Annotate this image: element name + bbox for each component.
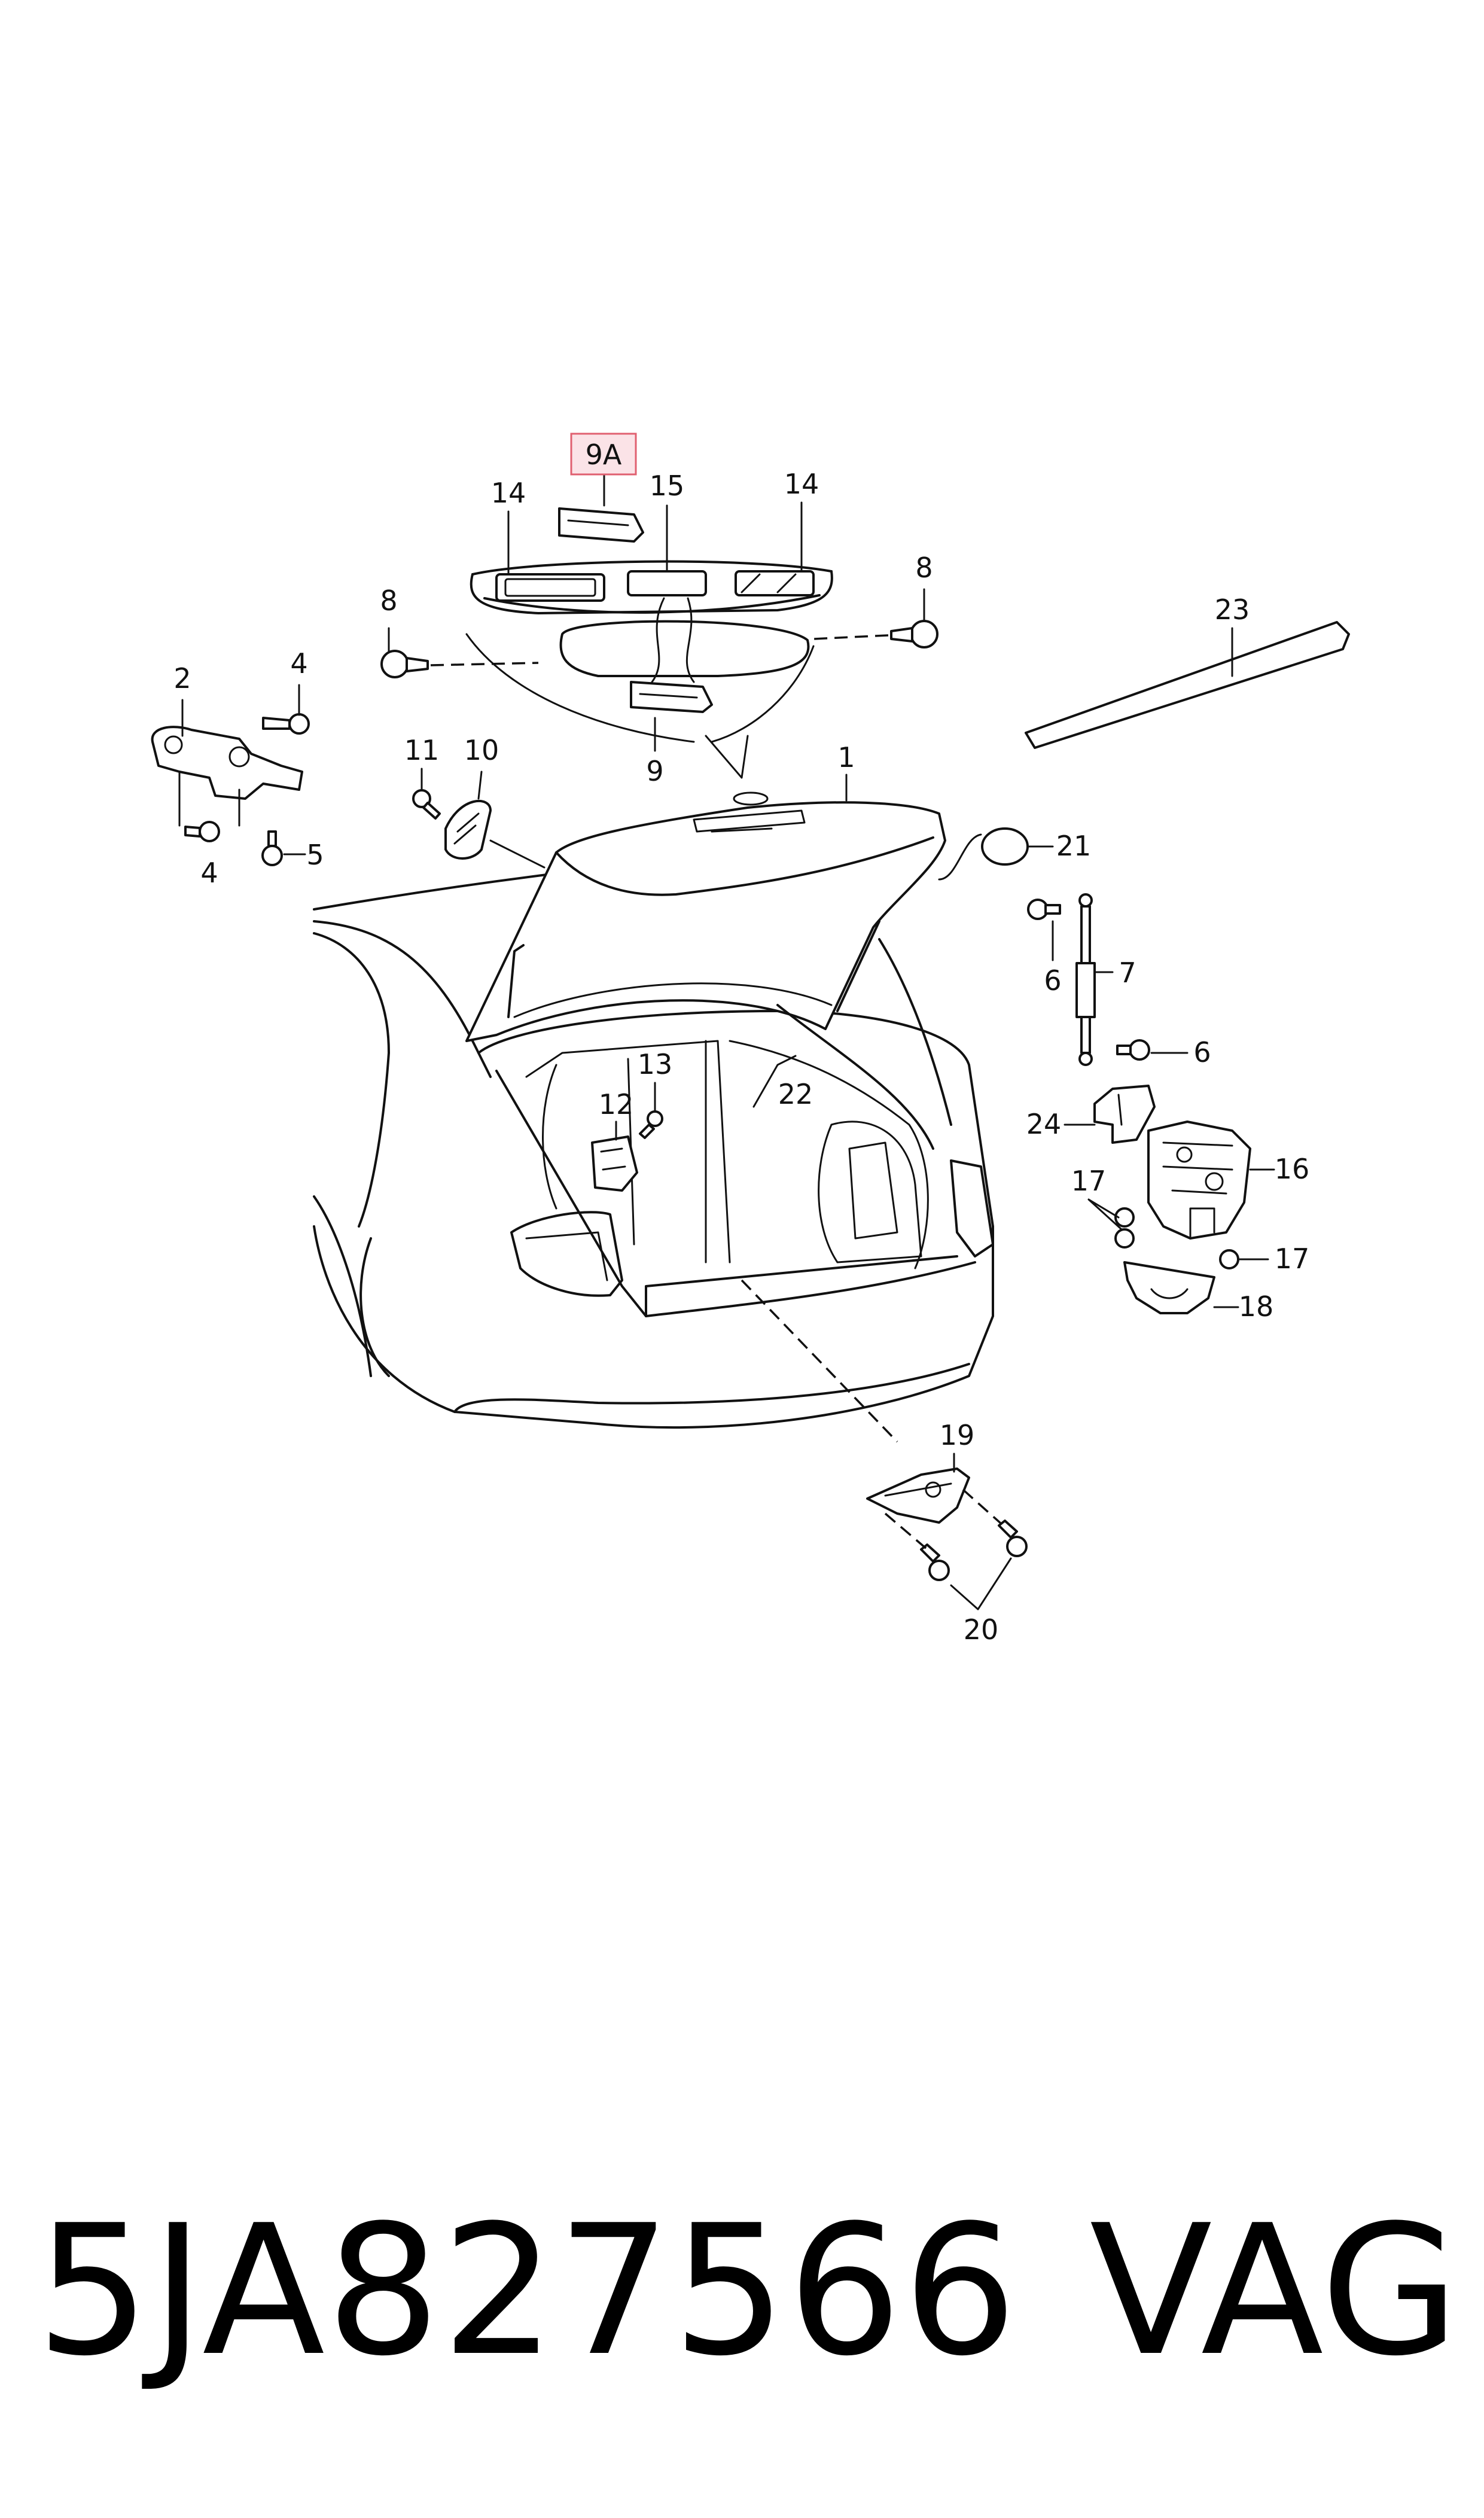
cover-cap-12 xyxy=(591,1135,638,1192)
callout-9a: 9A xyxy=(586,439,622,471)
tailgate-1 xyxy=(465,801,946,1042)
callout-21: 21 xyxy=(1056,830,1092,862)
callout-6-top: 6 xyxy=(1044,964,1061,997)
callout-14-right: 14 xyxy=(784,468,819,500)
screw-11 xyxy=(412,789,441,820)
car-body xyxy=(313,791,994,1429)
lock-16 xyxy=(1147,1121,1251,1240)
ball-pin-6-top xyxy=(1027,899,1061,920)
ball-pin-6-bottom xyxy=(1116,1039,1150,1061)
bolt-20-right xyxy=(962,1488,1028,1557)
callout-8-right: 8 xyxy=(915,552,933,584)
bump-stop-21 xyxy=(938,827,1029,881)
callout-5: 5 xyxy=(306,839,324,871)
callout-4-bottom: 4 xyxy=(200,857,218,889)
callout-18: 18 xyxy=(1239,1290,1274,1323)
parts-diagram: 9A 14 15 14 8 8 23 2 4 4 5 9 11 10 1 21 … xyxy=(151,433,1350,1646)
callout-22: 22 xyxy=(778,1078,813,1110)
callout-12: 12 xyxy=(599,1088,634,1121)
callout-15: 15 xyxy=(650,470,685,502)
brand-name: VAG xyxy=(1089,2187,1459,2395)
brake-light-cover-right xyxy=(735,570,815,596)
nut-17-left xyxy=(1114,1207,1135,1249)
brake-light-9 xyxy=(630,681,713,713)
clip-8-right xyxy=(813,620,938,648)
brake-light-9a xyxy=(558,507,644,543)
bracket-24 xyxy=(1093,1085,1156,1144)
clip-8-left xyxy=(380,650,539,678)
brake-light-seal xyxy=(627,570,707,596)
striker-plate-19 xyxy=(741,1279,970,1524)
brake-light-detail xyxy=(465,507,833,779)
tail-light-left xyxy=(510,1211,623,1297)
bolt-20-left xyxy=(884,1512,950,1581)
callout-7: 7 xyxy=(1119,957,1136,989)
callout-23: 23 xyxy=(1215,593,1250,626)
callout-9: 9 xyxy=(646,755,663,787)
callout-labels: 9A 14 15 14 8 8 23 2 4 4 5 9 11 10 1 21 … xyxy=(173,439,1309,1646)
callout-17-right: 17 xyxy=(1275,1243,1310,1275)
callout-19: 19 xyxy=(940,1419,975,1451)
callout-13: 13 xyxy=(638,1048,673,1080)
bolt-4-bottom xyxy=(184,821,220,842)
callout-10: 10 xyxy=(464,734,499,766)
callout-1: 1 xyxy=(837,741,855,774)
callout-4-top: 4 xyxy=(290,647,307,680)
callout-14-left: 14 xyxy=(491,477,526,509)
callout-16: 16 xyxy=(1275,1153,1310,1185)
callout-9a-highlight xyxy=(570,433,637,476)
footer: 5JA827566 VAG xyxy=(36,2202,1459,2453)
hinge-2 xyxy=(151,726,303,827)
callout-6-bottom: 6 xyxy=(1193,1036,1211,1068)
trim-strip-23 xyxy=(1025,621,1350,749)
callout-2: 2 xyxy=(173,662,191,695)
nut-17-right xyxy=(1219,1249,1239,1269)
callout-24: 24 xyxy=(1026,1108,1062,1140)
callout-17-left: 17 xyxy=(1071,1165,1107,1197)
callout-11: 11 xyxy=(404,734,440,766)
part-number: 5JA827566 xyxy=(36,2187,1019,2395)
gas-strut-7 xyxy=(1075,893,1096,1066)
callout-20: 20 xyxy=(964,1613,999,1646)
brake-light-cover-left xyxy=(495,573,605,602)
callout-8-left: 8 xyxy=(380,584,397,617)
spare-well xyxy=(818,1121,922,1263)
tail-light-right xyxy=(950,1159,994,1258)
handle-10 xyxy=(444,799,546,869)
bolt-4-top xyxy=(262,713,310,735)
bolt-5 xyxy=(261,830,283,866)
screw-13 xyxy=(639,1110,663,1139)
striker-18 xyxy=(1123,1261,1215,1314)
leader-lines xyxy=(181,471,1275,1610)
